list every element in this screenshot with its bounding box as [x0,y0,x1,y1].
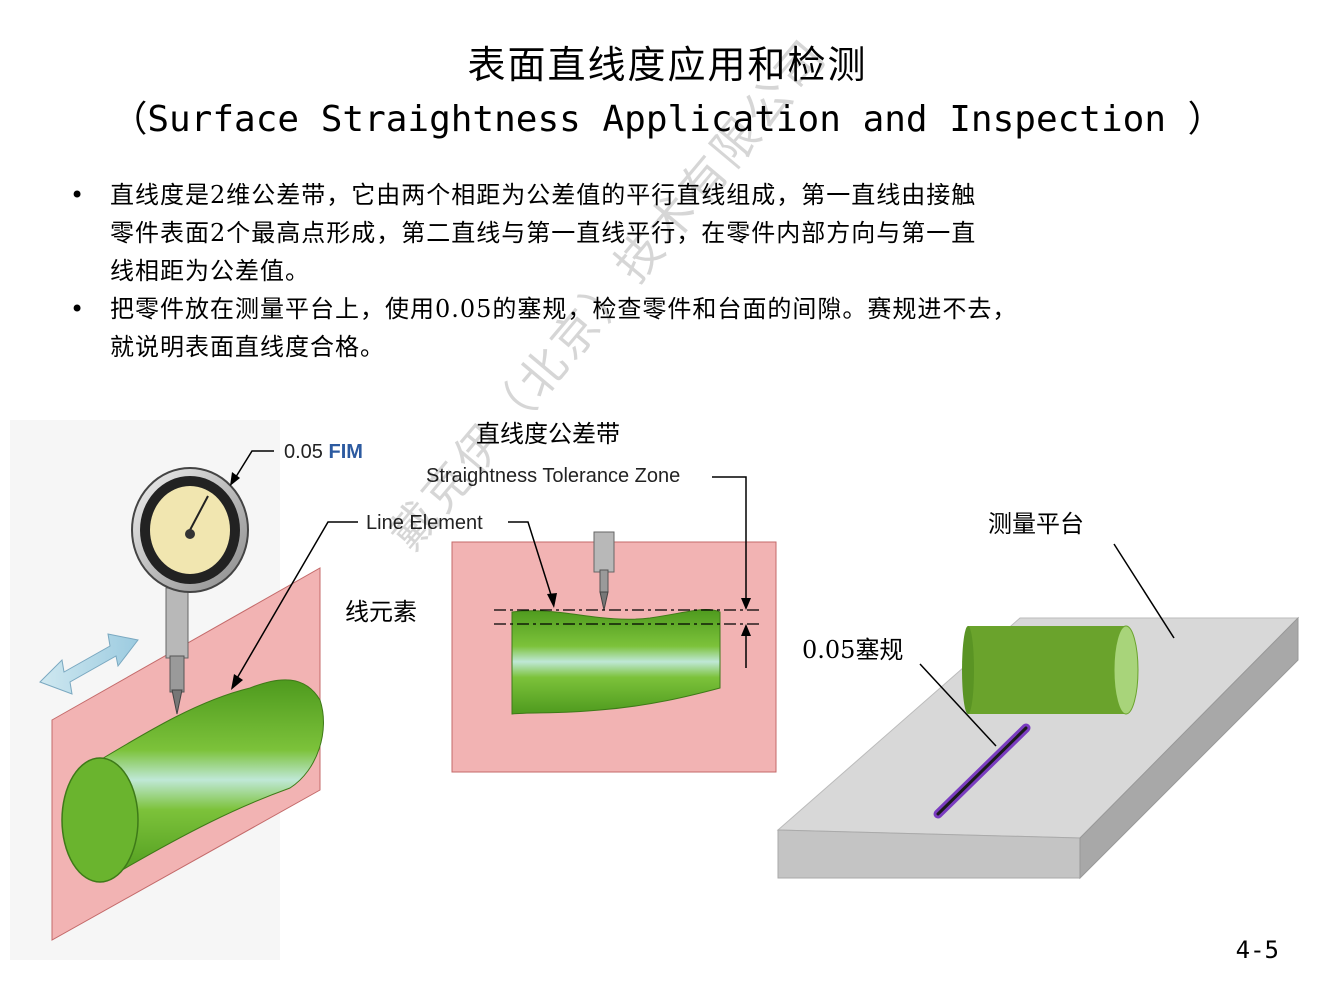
bullet-line: 直线度是2维公差带，它由两个相距为公差值的平行直线组成，第一直线由接触 [110,181,977,209]
bullet-line: 把零件放在测量平台上，使用0.05的塞规，检查零件和台面的间隙。赛规进不去， [110,295,1018,323]
middle-figure: 直线度公差带 Straightness Tolerance Zone [426,420,777,773]
bullet-line: 线相距为公差值。 [110,257,310,285]
plate-cylinder-end [1113,625,1139,715]
dial-needle [189,495,209,531]
page-title-en: （Surface Straightness Application and In… [111,99,1224,140]
platform-leader-line [1113,543,1175,639]
indicator-stem [165,587,189,659]
surface-plate-side [1079,616,1299,880]
page-title-cn: 表面直线度应用和检测 [467,43,868,87]
tolerance-zone-title-en: Straightness Tolerance Zone [426,465,680,487]
zone-leader-line [712,476,747,604]
probe-body [593,531,615,573]
fim-leader-arrowhead [230,472,240,486]
zone-arrow-up [741,624,751,636]
page-number: 4-5 [1235,936,1279,964]
bullet-marker: • [70,295,85,323]
surface-plate-front [777,829,1081,879]
fim-leader-line [233,450,274,481]
line-element-label-cn: 线元素 [345,598,417,626]
platform-label: 测量平台 [988,510,1084,538]
zone-arrow-down [741,598,751,610]
cylinder-end-face [61,757,139,883]
tolerance-zone-title-cn: 直线度公差带 [476,420,620,448]
probe-stem [599,569,609,593]
motion-arrow-icon [39,633,139,695]
line-element-leader [235,521,358,681]
plate-cylinder-left [962,626,974,714]
probe-tip-icon [599,591,609,611]
plate-cylinder-body [968,626,1126,714]
indicator-tip [171,689,183,715]
wavy-cylinder [99,679,324,881]
section-plate [451,541,777,773]
feeler-gauge-core [936,726,1028,816]
fim-unit: FIM [329,441,363,463]
line-element-label: Line Element [366,512,483,534]
gauge-leader-line [919,663,997,747]
wavy-profile [511,609,721,715]
bullet-marker: • [70,181,85,209]
profile-leader-arrowhead [547,593,557,608]
right-figure: 测量平台 0.05塞规 [776,510,1300,880]
fim-value: 0.05 FIM [284,441,363,463]
indicator-spindle [169,655,185,693]
left-figure: 0.05 FIM Line Element 线元素 [10,420,483,960]
profile-leader-line [508,521,553,599]
bullet-line: 零件表面2个最高点形成，第二直线与第一直线平行，在零件内部方向与第一直 [110,219,977,247]
bullet-line: 就说明表面直线度合格。 [110,333,385,361]
dial-hub [185,529,195,539]
line-element-arrowhead [231,674,243,690]
gauge-label: 0.05塞规 [802,636,903,664]
